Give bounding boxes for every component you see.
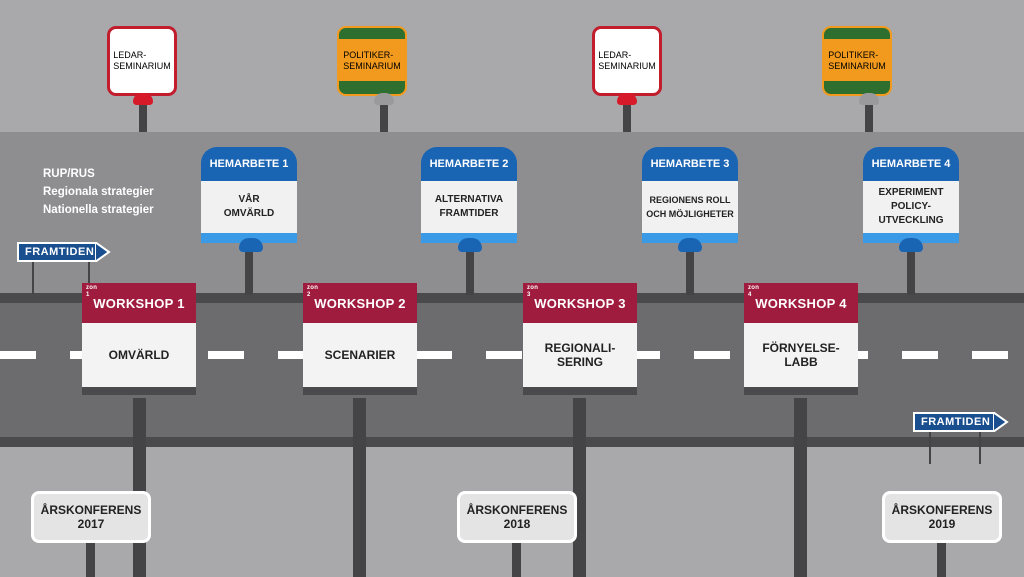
workshop-body: SCENARIER (303, 323, 417, 387)
framtiden-arrow-tip (95, 242, 111, 262)
road-dash (278, 351, 314, 359)
konferens-pole (937, 540, 946, 577)
strategy-item: RUP/RUS (43, 168, 95, 180)
seminar-label: POLITIKER-SEMINARIUM (828, 50, 886, 71)
seminar-label: LEDAR-SEMINARIUM (113, 50, 171, 71)
workshop-body: OMVÄRLD (82, 323, 196, 387)
workshop-title: WORKSHOP 2 (314, 295, 406, 311)
road-dash (416, 351, 452, 359)
sign-cap-blue (458, 238, 482, 252)
road-dash (0, 351, 36, 359)
framtiden-label: FRAMTIDEN (921, 416, 991, 428)
hemarbete-title: HEMARBETE 2 (421, 147, 517, 181)
road-dash (624, 351, 660, 359)
workshop-title: WORKSHOP 3 (534, 295, 626, 311)
workshop-body: REGIONALI-SERING (523, 323, 637, 387)
road-dash (486, 351, 522, 359)
workshop-pole (133, 398, 146, 577)
framtiden-sign-right: FRAMTIDEN (913, 412, 995, 432)
workshop-body: FÖRNYELSE-LABB (744, 323, 858, 387)
framtiden-sign-left: FRAMTIDEN (17, 242, 97, 262)
sign-cap-red (133, 93, 153, 105)
strategy-item: Nationella strategier (43, 204, 154, 216)
sign-cap-blue (899, 238, 923, 252)
konferens-label: ÅRSKONFERENS (466, 503, 568, 517)
sign-cap-red (617, 93, 637, 105)
hemarbete-pole (466, 245, 474, 295)
strategy-item: Regionala strategier (43, 186, 154, 198)
konferens-year: 2018 (503, 517, 531, 531)
workshop-pole (573, 398, 586, 577)
konferens-label: ÅRSKONFERENS (40, 503, 142, 517)
sign-cap-blue (678, 238, 702, 252)
framtiden-label: FRAMTIDEN (25, 246, 95, 258)
road-dash (902, 351, 938, 359)
hemarbete-title: HEMARBETE 3 (642, 147, 738, 181)
framtiden-pole (32, 262, 34, 294)
workshop-pole (794, 398, 807, 577)
hemarbete-title: HEMARBETE 1 (201, 147, 297, 181)
hemarbete-pole (686, 245, 694, 295)
framtiden-pole (929, 432, 931, 464)
sign-cap-gray (859, 93, 879, 105)
strategies-list: RUP/RUS Regionala strategier Nationella … (43, 165, 154, 219)
workshop-title: WORKSHOP 1 (93, 295, 185, 311)
workshop-title: WORKSHOP 4 (755, 295, 847, 311)
road-dash (208, 351, 244, 359)
framtiden-arrow-tip (993, 412, 1009, 432)
seminar-label: LEDAR-SEMINARIUM (598, 50, 656, 71)
road-dash (972, 351, 1008, 359)
seminar-label: POLITIKER-SEMINARIUM (343, 50, 401, 71)
hemarbete-pole (245, 245, 253, 295)
hemarbete-title: HEMARBETE 4 (863, 147, 959, 181)
sign-cap-blue (239, 238, 263, 252)
framtiden-pole (88, 262, 90, 294)
konferens-year: 2017 (77, 517, 105, 531)
hemarbete-pole (907, 245, 915, 295)
road-dash (694, 351, 730, 359)
konferens-label: ÅRSKONFERENS (891, 503, 993, 517)
konferens-pole (86, 540, 95, 577)
road-edge-top (0, 293, 1024, 303)
konferens-year: 2019 (928, 517, 956, 531)
road-edge-bottom (0, 437, 1024, 447)
workshop-pole (353, 398, 366, 577)
konferens-pole (512, 540, 521, 577)
sign-cap-gray (374, 93, 394, 105)
framtiden-pole (979, 432, 981, 464)
